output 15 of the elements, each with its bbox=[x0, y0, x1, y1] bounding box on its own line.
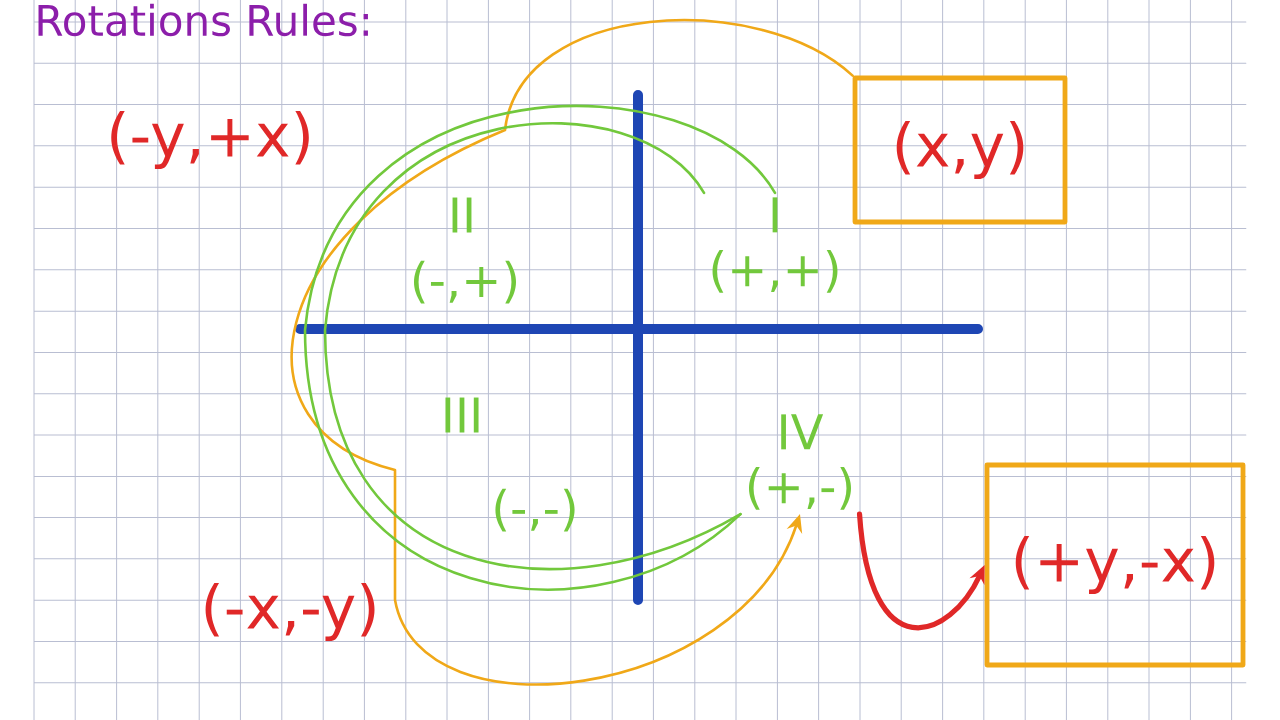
arrow bbox=[856, 511, 985, 630]
quadrant-label: III bbox=[445, 397, 479, 433]
curved-line bbox=[303, 104, 777, 591]
quadrant-label: (-,+) bbox=[414, 260, 516, 304]
quadrant-label: IV (+,-) bbox=[749, 414, 851, 510]
coordinate-rule: (-x,-y) bbox=[205, 583, 375, 641]
quadrant-label: I (+,+) bbox=[712, 197, 838, 293]
quadrant-label: II bbox=[452, 197, 472, 233]
arrow bbox=[290, 18, 854, 686]
title: Rotations Rules: bbox=[38, 3, 368, 37]
coordinate-rule: (-y,+x) bbox=[111, 111, 309, 169]
quadrant-label: (-,-) bbox=[495, 488, 575, 532]
answer-box: (x,y) bbox=[852, 75, 1068, 225]
answer-box: (+y,-x) bbox=[984, 462, 1246, 668]
curved-line bbox=[323, 122, 742, 571]
